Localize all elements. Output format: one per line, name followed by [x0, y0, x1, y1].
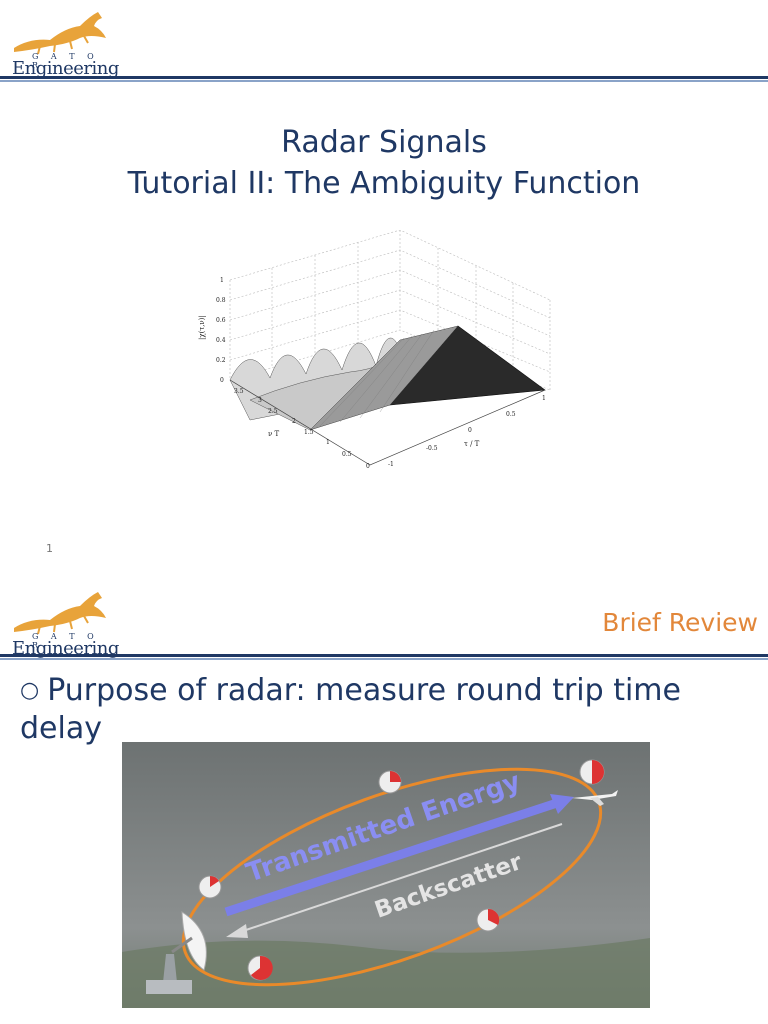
- title-slide: G A T O R Engineering Radar Signals Tuto…: [0, 8, 768, 555]
- y-tick: 1: [326, 439, 330, 446]
- header-rule-light: [0, 80, 768, 82]
- y-tick: 2.5: [268, 408, 278, 415]
- title-line-1: Radar Signals: [281, 125, 487, 160]
- slide-heading: Brief Review: [602, 608, 758, 637]
- z-tick: 0.4: [216, 337, 226, 344]
- x-tick: -1: [388, 461, 394, 468]
- gator-icon: [14, 12, 106, 55]
- bullet-mark: ○: [20, 678, 40, 703]
- gator-engineering-logo: G A T O R Engineering: [10, 8, 119, 82]
- z-tick: 0.2: [216, 357, 226, 364]
- y-tick: 1.5: [304, 429, 314, 436]
- x-tick: 0: [468, 427, 472, 434]
- header-rule-light: [0, 658, 768, 660]
- stopwatch-icon: [198, 875, 222, 899]
- z-tick: 0.8: [216, 297, 226, 304]
- radar-dish-icon: [146, 911, 207, 994]
- airplane-icon: [572, 790, 618, 806]
- y-tick: 3: [258, 397, 262, 404]
- gator-engineering-logo: G A T O R Engineering: [10, 588, 119, 662]
- z-tick: 0: [220, 377, 224, 384]
- x-tick: 0.5: [506, 411, 516, 418]
- logo-wordmark: Engineering: [12, 638, 119, 659]
- bullet-point: ○Purpose of radar: measure round trip ti…: [20, 672, 720, 748]
- y-tick: 0.5: [342, 451, 352, 458]
- stopwatch-icon: [579, 759, 605, 785]
- z-tick: 1: [220, 277, 224, 284]
- stopwatch-icon: [247, 955, 273, 981]
- bullet-text: Purpose of radar: measure round trip tim…: [20, 673, 681, 746]
- title-block: Radar Signals Tutorial II: The Ambiguity…: [0, 122, 768, 204]
- y-tick: 3.5: [234, 388, 244, 395]
- logo-gator-text: G A T O R: [32, 632, 99, 650]
- slide-number: 1: [46, 542, 53, 555]
- logo-gator-text: G A T O R: [32, 52, 99, 70]
- ambiguity-function-plot: 0 0.2 0.4 0.6 0.8 1 -1 -0.5 0 0.5 1 0 0.…: [198, 230, 551, 470]
- x-axis-label: τ / T: [464, 440, 480, 448]
- brief-review-slide: G A T O R Engineering Brief Review ○Purp…: [0, 580, 768, 1024]
- header-rule: [0, 76, 768, 79]
- logo-wordmark: Engineering: [12, 58, 119, 79]
- x-tick: -0.5: [426, 445, 438, 452]
- y-axis-label: ν T: [268, 430, 279, 438]
- radar-round-trip-illustration: Transmitted Energy Backscatter: [122, 742, 650, 1008]
- z-tick: 0.6: [216, 317, 226, 324]
- y-tick: 0: [366, 463, 370, 470]
- z-axis-label: |χ(τ,ν)|: [198, 315, 206, 340]
- stopwatch-icon: [476, 908, 500, 932]
- y-tick: 2: [292, 418, 296, 425]
- title-line-2: Tutorial II: The Ambiguity Function: [127, 166, 641, 201]
- x-tick: 1: [542, 395, 546, 402]
- stopwatch-icon: [378, 770, 402, 794]
- header-rule: [0, 654, 768, 657]
- gator-icon: [14, 592, 106, 635]
